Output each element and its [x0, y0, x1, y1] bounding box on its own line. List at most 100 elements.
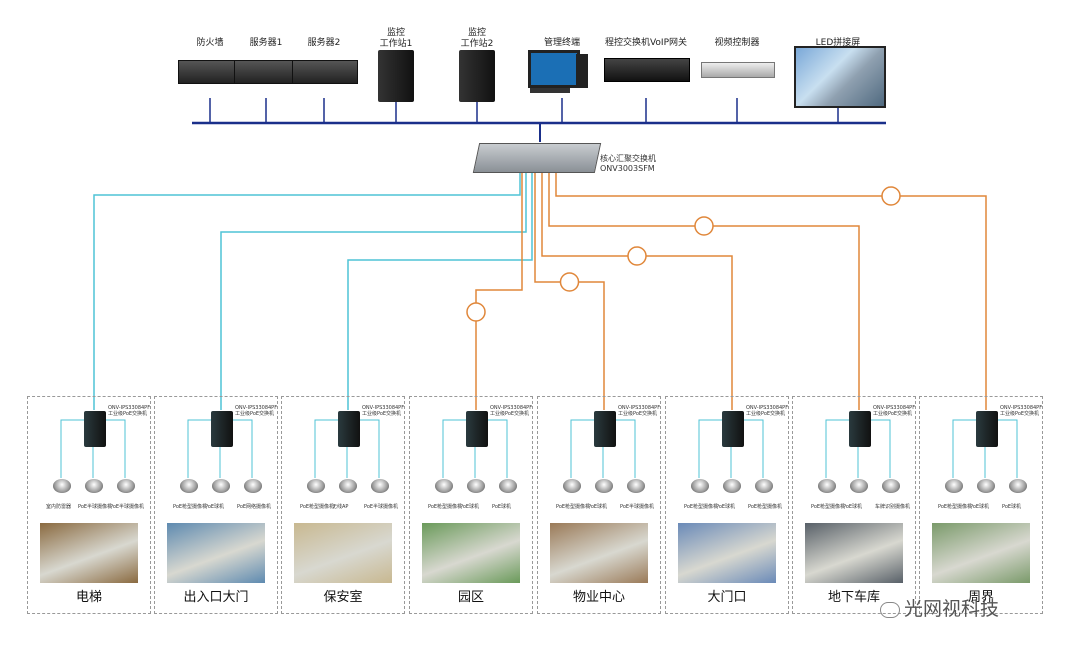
- device-label: PoE枪型摄像机: [556, 504, 591, 510]
- device-label: PoE半球摄像机: [364, 504, 399, 510]
- poe-switch-icon: [466, 411, 488, 447]
- device-label: PoE枪型摄像机: [300, 504, 335, 510]
- camera-icon: [627, 479, 645, 493]
- top-device-label: 监控工作站2: [460, 28, 494, 49]
- uplink-line: [93, 172, 521, 410]
- zone-photo: [678, 523, 776, 583]
- camera-icon: [467, 479, 485, 493]
- camera-icon: [117, 479, 135, 493]
- top-device-label: 防火墙: [196, 38, 224, 48]
- zone-name: 物业中心: [572, 590, 625, 605]
- top-device-label: 服务器2: [307, 38, 341, 48]
- device-label: PoE枪型摄像机: [811, 504, 846, 510]
- device-label: PoE球机: [716, 504, 736, 510]
- camera-icon: [945, 479, 963, 493]
- camera-icon: [563, 479, 581, 493]
- camera-icon: [244, 479, 262, 493]
- device-label: PoE球机: [1002, 504, 1022, 510]
- device-label: PoE球机: [843, 504, 863, 510]
- device-label: 室内防雷器: [46, 504, 72, 510]
- uplink-line: [555, 172, 987, 410]
- fiber-converter-icon: [881, 186, 901, 206]
- camera-icon: [307, 479, 325, 493]
- poe-switch-icon: [722, 411, 744, 447]
- camera-icon: [85, 479, 103, 493]
- device-label: 车牌识别摄像机: [875, 504, 911, 510]
- device-label: PoE半球摄像机: [78, 504, 113, 510]
- zone-name: 保安室: [323, 590, 363, 605]
- led-wall-icon: [794, 46, 886, 108]
- zone-photo: [294, 523, 392, 583]
- camera-icon: [723, 479, 741, 493]
- top-device-label: 服务器1: [249, 38, 283, 48]
- watermark-icon: [880, 601, 900, 618]
- camera-icon: [53, 479, 71, 493]
- zone-photo: [932, 523, 1030, 583]
- camera-icon: [371, 479, 389, 493]
- zone-name: 电梯: [75, 590, 102, 605]
- uplink-line: [220, 172, 527, 410]
- zone-name: 大门口: [707, 590, 747, 605]
- device-label: PoE球机: [588, 504, 608, 510]
- camera-icon: [850, 479, 868, 493]
- monitor-icon: [528, 50, 580, 88]
- camera-icon: [212, 479, 230, 493]
- camera-icon: [595, 479, 613, 493]
- pc-tower-icon: [576, 54, 588, 88]
- zone-photo: [422, 523, 520, 583]
- camera-icon: [435, 479, 453, 493]
- zone-photo: [167, 523, 265, 583]
- camera-icon: [180, 479, 198, 493]
- camera-icon: [755, 479, 773, 493]
- uplink-line: [475, 172, 523, 410]
- poe-switch-icon: [211, 411, 233, 447]
- device-label: PoE枪型摄像机: [938, 504, 973, 510]
- device-label: PoE枪型摄像机: [173, 504, 208, 510]
- keyboard-icon: [530, 88, 570, 93]
- zone-photo: [805, 523, 903, 583]
- poe-switch-icon: [84, 411, 106, 447]
- zone-name: 周界: [967, 590, 994, 605]
- top-device-label: 视频控制器: [714, 38, 760, 48]
- workstation-tower-icon: [459, 50, 495, 102]
- device-label: PoE枪型摄像机: [684, 504, 719, 510]
- controller-device-icon: [701, 62, 775, 78]
- fiber-converter-icon: [694, 216, 714, 236]
- core-switch-model: ONV3003SFM: [600, 164, 655, 173]
- uplink-line: [548, 172, 860, 410]
- device-label: PoE球机: [970, 504, 990, 510]
- fiber-converter-icon: [559, 272, 580, 292]
- camera-icon: [499, 479, 517, 493]
- device-label: PoE球机: [492, 504, 512, 510]
- zone-photo: [550, 523, 648, 583]
- camera-icon: [1009, 479, 1027, 493]
- device-label: PoE球机: [205, 504, 225, 510]
- top-device-label: LED拼接屏: [815, 38, 861, 48]
- poe-switch-icon: [594, 411, 616, 447]
- core-switch-name: 核心汇聚交换机: [600, 154, 656, 163]
- rack-device-icon: [292, 60, 358, 84]
- zone-name: 出入口大门: [183, 590, 249, 605]
- core-switch-label: 核心汇聚交换机 ONV3003SFM: [600, 154, 656, 174]
- device-label: PoE枪型摄像机: [428, 504, 463, 510]
- fiber-converter-icon: [627, 246, 647, 266]
- rack-device-icon: [234, 60, 300, 84]
- uplink-line: [347, 172, 533, 410]
- camera-icon: [882, 479, 900, 493]
- top-device-label: 监控工作站1: [379, 28, 413, 49]
- top-device-label: 程控交换机VoIP网关: [604, 38, 688, 48]
